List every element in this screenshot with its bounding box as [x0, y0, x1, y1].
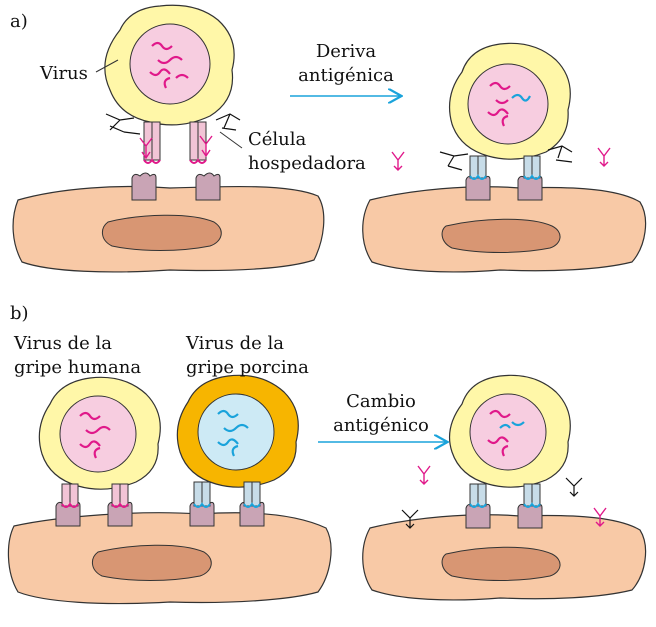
reassortant-virus — [450, 375, 571, 507]
virus-a-right — [392, 43, 610, 179]
viral-core — [60, 396, 136, 472]
host-cell-b-right — [363, 503, 646, 600]
shift-arrow-label: Cambio antigénico — [318, 390, 444, 438]
virus-a-left — [105, 5, 240, 163]
human-flu-label-line2: gripe humana — [14, 356, 141, 380]
viral-core — [470, 394, 546, 470]
cell-leader-line — [220, 132, 242, 148]
nucleus — [102, 215, 221, 250]
host-cell-label-line2: hospedadora — [248, 152, 366, 176]
drift-arrow-label: Deriva antigénica — [290, 40, 402, 88]
host-cell-label-line1: Célula — [248, 128, 366, 152]
host-cell-a-right — [363, 175, 646, 272]
swine-flu-label-line2: gripe porcina — [186, 356, 309, 380]
swine-flu-virus — [177, 375, 298, 507]
human-flu-virus — [39, 377, 160, 507]
host-cell-b-left — [8, 501, 331, 604]
nucleus — [92, 545, 211, 580]
viral-core — [130, 24, 210, 104]
virus-label: Virus — [40, 62, 88, 86]
panel-b-label: b) — [10, 302, 29, 326]
human-flu-label-line1: Virus de la — [14, 332, 141, 356]
host-cell-label: Célula hospedadora — [248, 128, 366, 176]
drift-label-line1: Deriva — [290, 40, 402, 64]
human-flu-label: Virus de la gripe humana — [14, 332, 141, 380]
viral-core — [198, 394, 274, 470]
swine-flu-label: Virus de la gripe porcina — [186, 332, 309, 380]
nucleus — [442, 547, 560, 580]
spikes-a-left — [144, 122, 206, 163]
nucleus — [442, 219, 560, 252]
host-cell-a-left — [13, 186, 324, 271]
viral-core — [468, 64, 548, 144]
shift-label-line1: Cambio — [318, 390, 444, 414]
swine-flu-label-line1: Virus de la — [186, 332, 309, 356]
shift-label-line2: antigénico — [318, 414, 444, 438]
panel-a-label: a) — [10, 10, 28, 34]
drift-label-line2: antigénica — [290, 64, 402, 88]
